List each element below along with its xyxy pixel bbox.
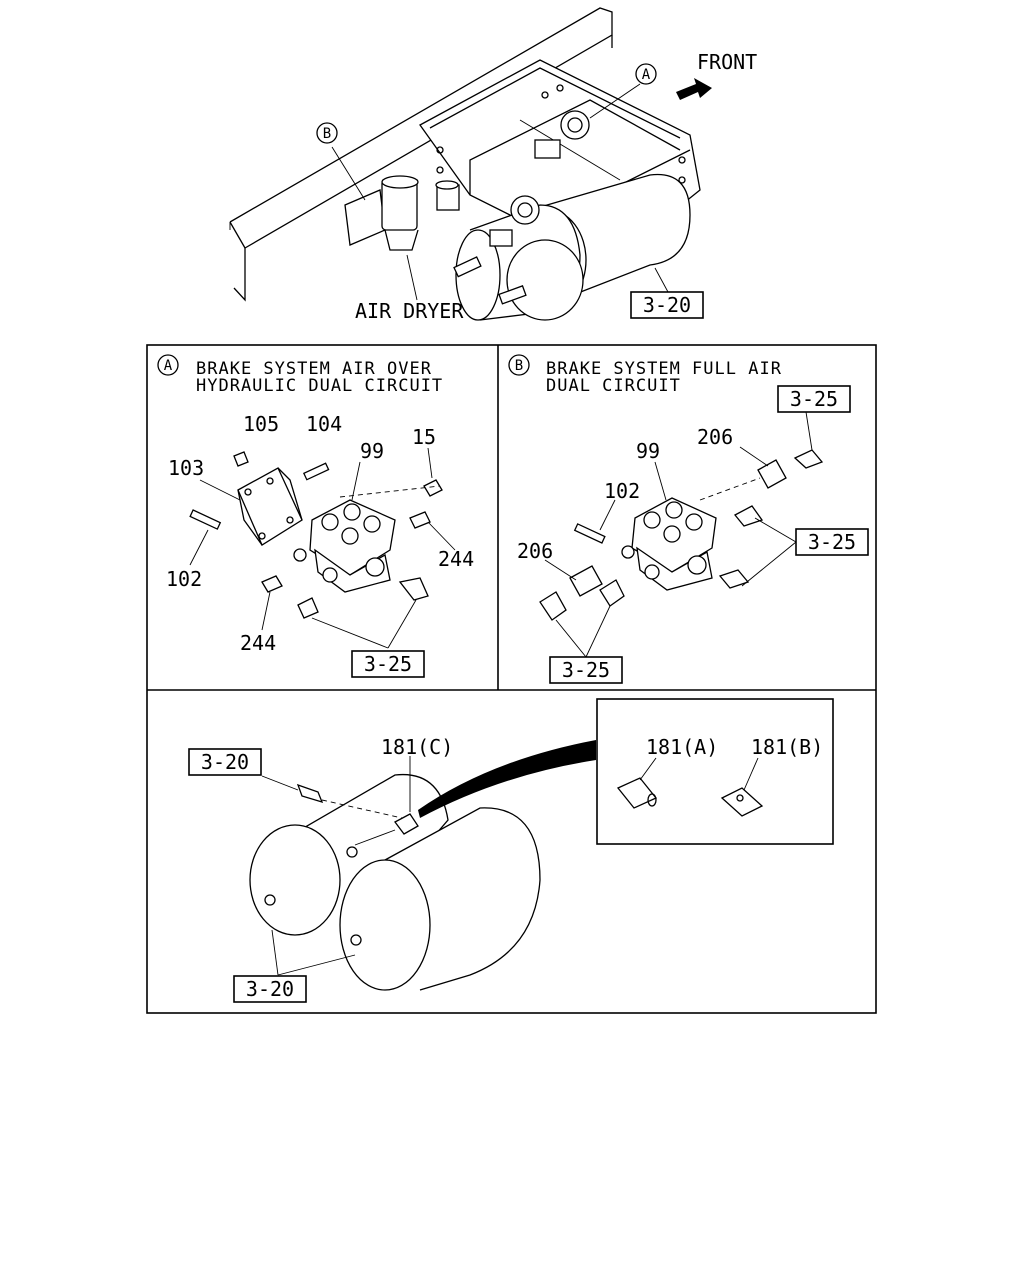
svg-text:3-20: 3-20 (246, 977, 294, 1001)
panel-b-title-line2: DUAL CIRCUIT (546, 376, 681, 396)
part-181b: 181(B) (751, 735, 823, 759)
panel-c: 3-20 3-20 181(C) 181(A) 181(B) (188, 698, 834, 1003)
overview-callout-b: B (316, 122, 338, 144)
part-104: 104 (306, 412, 342, 436)
svg-text:A: A (642, 67, 651, 83)
overview-callout-a: A (635, 63, 657, 85)
panel-b-ref-3-25-bottom: 3-25 (549, 656, 623, 684)
svg-text:3-25: 3-25 (364, 652, 412, 676)
svg-text:3-25: 3-25 (808, 530, 856, 554)
panel-b-circle: B (515, 358, 523, 374)
inset-181-detail (596, 698, 834, 845)
front-arrow-icon (676, 78, 712, 100)
panel-c-ref-3-20-bottom: 3-20 (233, 975, 307, 1003)
chassis-overview (229, 7, 701, 321)
svg-text:3-20: 3-20 (643, 293, 691, 317)
overview-ref-3-20: 3-20 (630, 291, 704, 319)
front-label: FRONT (697, 50, 757, 74)
panel-b-ref-3-25-top: 3-25 (777, 385, 851, 413)
part-244-right: 244 (438, 547, 474, 571)
part-99-b: 99 (636, 439, 660, 463)
part-181c: 181(C) (381, 735, 453, 759)
panel-a-title-line1: BRAKE SYSTEM AIR OVER (196, 359, 432, 379)
detail-frame (146, 344, 877, 1014)
part-244-bottom: 244 (240, 631, 276, 655)
svg-text:3-25: 3-25 (562, 658, 610, 682)
part-181a: 181(A) (646, 735, 718, 759)
panel-a-title-line2: HYDRAULIC DUAL CIRCUIT (196, 376, 443, 396)
panel-a: A BRAKE SYSTEM AIR OVER HYDRAULIC DUAL C… (157, 354, 474, 678)
svg-text:B: B (323, 126, 331, 142)
panel-b-ref-3-25-right: 3-25 (795, 528, 869, 556)
part-102: 102 (166, 567, 202, 591)
part-206-top: 206 (697, 425, 733, 449)
part-206-left: 206 (517, 539, 553, 563)
svg-text:3-20: 3-20 (201, 750, 249, 774)
panel-c-ref-3-20-top: 3-20 (188, 748, 262, 776)
panel-b-title-line1: BRAKE SYSTEM FULL AIR (546, 359, 782, 379)
part-103: 103 (168, 456, 204, 480)
part-99: 99 (360, 439, 384, 463)
panel-a-ref-3-25: 3-25 (351, 650, 425, 678)
part-102-b: 102 (604, 479, 640, 503)
svg-text:3-25: 3-25 (790, 387, 838, 411)
air-dryer-label: AIR DRYER (355, 299, 464, 323)
part-105: 105 (243, 412, 279, 436)
part-15: 15 (412, 425, 436, 449)
panel-b: B BRAKE SYSTEM FULL AIR DUAL CIRCUIT (508, 354, 869, 684)
panel-a-circle: A (164, 358, 173, 374)
